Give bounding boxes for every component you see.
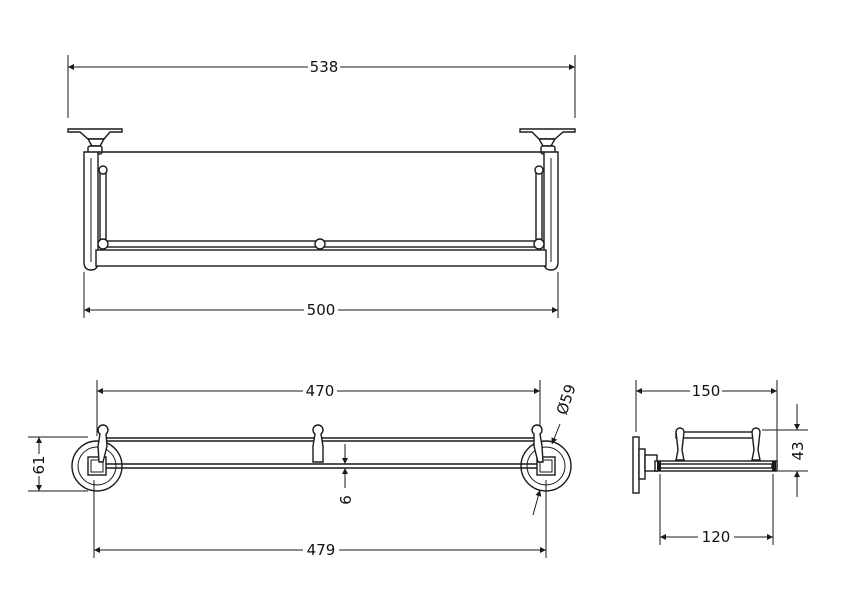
dimension-6: 6	[337, 444, 355, 505]
left-inner-post	[99, 171, 107, 243]
dimension-538: 538	[68, 58, 575, 76]
left-wall-plate	[67, 128, 123, 271]
right-flange	[520, 440, 572, 492]
dimension-43: 43	[789, 404, 807, 497]
dimension-150: 150	[636, 382, 777, 400]
left-flange	[71, 440, 123, 492]
dimension-label-43: 43	[789, 441, 807, 460]
right-upper-knob	[534, 165, 544, 175]
dimension-label-500: 500	[307, 301, 336, 319]
shelf-base	[95, 249, 547, 267]
side-view: 150 43	[632, 380, 808, 546]
dimension-470: 470	[97, 382, 540, 400]
dimension-label-6: 6	[337, 495, 355, 505]
top-view-posts	[97, 424, 544, 463]
dimension-label-61: 61	[30, 455, 48, 474]
top-view: 470	[28, 380, 580, 559]
right-inner-post	[535, 171, 543, 243]
dimension-61: 61	[30, 437, 48, 491]
dimension-479: 479	[94, 541, 546, 559]
left-upper-knob	[98, 165, 108, 175]
side-upper-rail	[675, 427, 761, 461]
dimension-120: 120	[660, 528, 773, 546]
lower-bar	[97, 238, 545, 250]
dimension-label-470: 470	[306, 382, 335, 400]
right-wall-plate	[519, 128, 576, 271]
dimension-500: 500	[84, 301, 558, 319]
dimension-label-59: Ø59	[553, 382, 580, 417]
dimension-label-479: 479	[307, 541, 336, 559]
dimension-label-150: 150	[692, 382, 721, 400]
dimension-label-120: 120	[702, 528, 731, 546]
side-wall-plate	[632, 436, 658, 494]
dimension-label-538: 538	[310, 58, 339, 76]
front-view: 538	[67, 55, 576, 319]
side-shelf	[654, 460, 778, 472]
